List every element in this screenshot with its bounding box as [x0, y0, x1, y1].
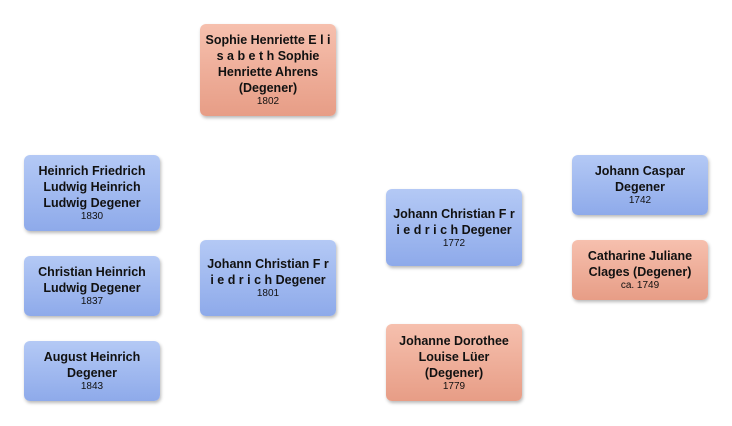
person-date: 1779: [442, 380, 466, 392]
person-name: Heinrich Friedrich Ludwig Heinrich Ludwi…: [38, 164, 146, 210]
person-name: Johann Caspar Degener: [594, 164, 686, 194]
person-box-christian-heinrich[interactable]: Christian Heinrich Ludwig Degener 1837: [24, 256, 160, 316]
person-name: Johann Christian F r i e d r i c h Degen…: [393, 206, 515, 237]
person-box-august-heinrich[interactable]: August Heinrich Degener 1843: [24, 341, 160, 401]
person-date: 1742: [628, 195, 652, 206]
person-date: 1843: [80, 381, 104, 392]
person-box-catharine-juliane[interactable]: Catharine Juliane Clages (Degener) ca. 1…: [572, 240, 708, 300]
person-name: Christian Heinrich Ludwig Degener: [38, 265, 146, 295]
person-date: 1837: [80, 296, 104, 307]
person-box-sophie-henriette[interactable]: Sophie Henriette E l i s a b e t h Sophi…: [200, 24, 336, 116]
person-name: August Heinrich Degener: [43, 350, 141, 380]
person-date: 1830: [80, 211, 104, 222]
person-date: ca. 1749: [620, 280, 660, 291]
person-date: 1801: [256, 288, 280, 299]
person-box-heinrich-friedrich[interactable]: Heinrich Friedrich Ludwig Heinrich Ludwi…: [24, 155, 160, 231]
person-box-johann-christian-1801[interactable]: Johann Christian F r i e d r i c h Degen…: [200, 240, 336, 316]
person-date: 1802: [256, 96, 280, 107]
person-box-johann-caspar[interactable]: Johann Caspar Degener 1742: [572, 155, 708, 215]
person-name: Sophie Henriette E l i s a b e t h Sophi…: [205, 33, 331, 95]
person-box-johanne-dorothee[interactable]: Johanne Dorothee Louise Lüer (Degener) 1…: [386, 324, 522, 401]
person-box-johann-christian-1772[interactable]: Johann Christian F r i e d r i c h Degen…: [386, 189, 522, 266]
person-name: Johanne Dorothee Louise Lüer (Degener): [399, 333, 509, 380]
person-date: 1772: [442, 237, 466, 249]
person-name: Catharine Juliane Clages (Degener): [587, 249, 693, 279]
person-name: Johann Christian F r i e d r i c h Degen…: [207, 257, 329, 287]
